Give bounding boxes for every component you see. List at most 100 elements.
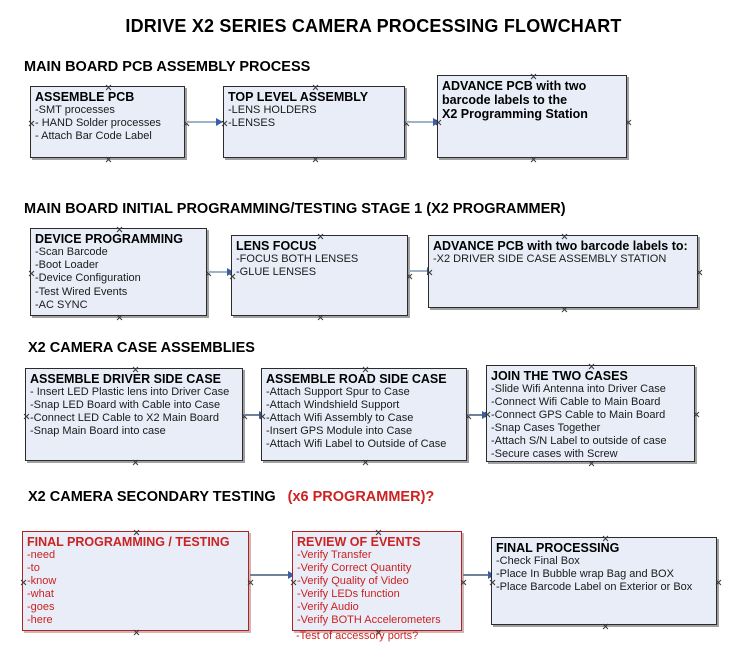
node-item: -GLUE LENSES [236, 266, 317, 279]
section-title-main-board-pcb-assembly: MAIN BOARD PCB ASSEMBLY PROCESS [24, 59, 311, 75]
node-advance-pcb-to-driver-side-case[interactable]: ADVANCE PCB with two barcode labels to: … [428, 235, 698, 308]
connection-handle-bottom[interactable] [105, 156, 112, 163]
connection-handle-bottom[interactable] [530, 156, 537, 163]
node-header-line2: barcode labels to the [442, 93, 568, 107]
node-header: ASSEMBLE ROAD SIDE CASE [266, 372, 447, 386]
connector-driver-case-to-road-case [244, 414, 262, 416]
connection-handle-left[interactable] [489, 579, 496, 586]
node-item: -Verify Transfer [297, 549, 372, 561]
connection-handle-bottom[interactable] [561, 306, 568, 313]
node-header: ASSEMBLE DRIVER SIDE CASE [30, 372, 222, 386]
node-item: -Place Barcode Label on Exterior or Box [496, 581, 693, 593]
connector-road-case-to-join-cases [468, 414, 485, 416]
node-item: - Attach Bar Code Label [35, 130, 152, 143]
node-item: -Connect LED Cable to X2 Main Board [30, 412, 219, 424]
node-item: -goes [27, 601, 55, 613]
node-advance-pcb-to-programming-station[interactable]: ADVANCE PCB with two barcode labels to t… [437, 75, 627, 158]
connection-handle-left[interactable] [290, 579, 297, 586]
node-item: -FOCUS BOTH LENSES [236, 253, 359, 265]
connection-handle-left[interactable] [28, 270, 35, 277]
section-title-x2-camera-secondary-testing: X2 CAMERA SECONDARY TESTING (x6 PROGRAMM… [28, 489, 434, 505]
node-item: -Snap Main Board into case [30, 425, 166, 437]
connection-handle-left[interactable] [23, 413, 30, 420]
node-item: -here [27, 614, 53, 626]
connector-assemble-pcb-to-top-level [186, 121, 219, 123]
node-item: -need [27, 549, 56, 561]
connector-review-to-final-processing [463, 574, 491, 576]
connection-handle-right[interactable] [460, 579, 467, 586]
node-item: -Connect Wifi Cable to Main Board [491, 396, 661, 408]
node-item: -to [27, 562, 40, 574]
connection-handle-right[interactable] [247, 579, 254, 586]
node-header: FINAL PROCESSING [496, 541, 620, 555]
connection-handle-bottom[interactable] [317, 314, 324, 321]
node-assemble-road-side-case[interactable]: ASSEMBLE ROAD SIDE CASE -Attach Support … [261, 368, 467, 461]
node-item: -Verify Quality of Video [297, 575, 409, 587]
connection-handle-left[interactable] [28, 120, 35, 127]
node-item: -Verify LEDs function [297, 588, 400, 600]
node-item: -Attach Wifi Assembly to Case [266, 412, 414, 424]
node-item: -Test Wired Events [35, 285, 128, 298]
connection-handle-right[interactable] [693, 411, 700, 418]
node-item: - HAND Solder processes [35, 117, 161, 130]
connection-handle-right[interactable] [406, 273, 413, 280]
node-final-processing[interactable]: FINAL PROCESSING -Check Final Box -Place… [491, 537, 717, 625]
connection-handle-right[interactable] [625, 119, 632, 126]
node-item: -Insert GPS Module into Case [266, 425, 413, 437]
node-item: -Boot Loader [35, 259, 99, 272]
node-item: -Verify BOTH Accelerometers [297, 614, 441, 626]
connection-handle-right[interactable] [715, 579, 722, 586]
node-item: - Insert LED Plastic lens into Driver Ca… [30, 386, 230, 398]
arrow-head-icon [433, 118, 440, 126]
node-header: JOIN THE TWO CASES [491, 369, 628, 383]
connection-handle-right[interactable] [696, 269, 703, 276]
node-item: -Verify Audio [297, 601, 359, 613]
node-item: -Check Final Box [496, 555, 580, 567]
node-item: -Attach Wifi Label to Outside of Case [266, 438, 447, 450]
node-item: -Scan Barcode [35, 246, 108, 258]
node-item: -Connect GPS Cable to Main Board [491, 409, 666, 421]
node-item: -X2 DRIVER SIDE CASE ASSEMBLY STATION [433, 253, 667, 265]
arrow-head-icon [482, 411, 489, 419]
connection-handle-bottom[interactable] [362, 459, 369, 466]
node-header: ADVANCE PCB with two [442, 79, 587, 93]
node-assemble-pcb[interactable]: ASSEMBLE PCB -SMT processes - HAND Solde… [30, 86, 185, 158]
connection-handle-bottom[interactable] [132, 459, 139, 466]
node-item: -Place In Bubble wrap Bag and BOX [496, 568, 674, 580]
node-item: -what [27, 588, 54, 600]
node-item: -Attach S/N Label to outside of case [491, 435, 667, 447]
node-top-level-assembly[interactable]: TOP LEVEL ASSEMBLY -LENS HOLDERS -LENSES [223, 86, 405, 158]
connection-handle-bottom[interactable] [133, 629, 140, 636]
node-item: -Slide Wifi Antenna into Driver Case [491, 383, 666, 395]
node-header: FINAL PROGRAMMING / TESTING [27, 535, 230, 549]
node-lens-focus[interactable]: LENS FOCUS -FOCUS BOTH LENSES -GLUE LENS… [231, 235, 408, 316]
node-item: -Attach Support Spur to Case [266, 386, 410, 398]
node-header: DEVICE PROGRAMMING [35, 232, 183, 246]
node-item: -Verify Correct Quantity [297, 562, 412, 574]
node-header: LENS FOCUS [236, 239, 317, 253]
arrow-head-icon [216, 118, 223, 126]
connection-handle-left[interactable] [20, 579, 27, 586]
connector-final-programming-to-review [250, 574, 291, 576]
node-assemble-driver-side-case[interactable]: ASSEMBLE DRIVER SIDE CASE - Insert LED P… [25, 368, 243, 461]
node-item: -LENSES [228, 117, 276, 130]
connector-top-level-to-advance [406, 121, 436, 123]
node-item: -AC SYNC [35, 298, 88, 311]
section-title-text: X2 CAMERA SECONDARY TESTING [28, 489, 276, 505]
section-title-accent: (x6 PROGRAMMER)? [287, 489, 435, 505]
node-header: TOP LEVEL ASSEMBLY [228, 90, 369, 104]
connection-handle-bottom[interactable] [116, 314, 123, 321]
node-item: -LENS HOLDERS [228, 104, 317, 116]
section-title-x2-camera-case-assemblies: X2 CAMERA CASE ASSEMBLIES [28, 340, 255, 356]
arrow-head-icon [227, 268, 234, 276]
node-join-the-two-cases[interactable]: JOIN THE TWO CASES -Slide Wifi Antenna i… [486, 365, 695, 462]
connector-device-programming-to-lens-focus [208, 271, 230, 273]
node-item: -SMT processes [35, 104, 115, 116]
node-review-of-events[interactable]: REVIEW OF EVENTS -Verify Transfer -Verif… [292, 531, 462, 631]
node-final-programming-testing[interactable]: FINAL PROGRAMMING / TESTING -need -to -k… [22, 531, 249, 631]
node-device-programming[interactable]: DEVICE PROGRAMMING -Scan Barcode -Boot L… [30, 228, 207, 316]
connection-handle-bottom[interactable] [602, 623, 609, 630]
connection-handle-bottom[interactable] [312, 156, 319, 163]
section-title-main-board-initial-programming: MAIN BOARD INITIAL PROGRAMMING/TESTING S… [24, 201, 566, 217]
